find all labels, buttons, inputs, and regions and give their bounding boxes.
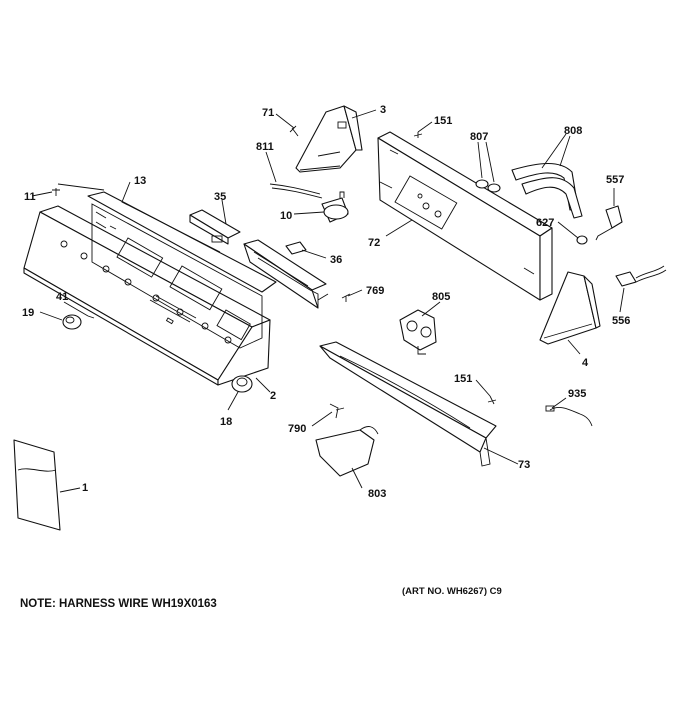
label-73: 73 (518, 459, 530, 471)
label-811: 811 (256, 141, 274, 153)
part-557 (595, 205, 623, 241)
knob-19 (62, 314, 82, 330)
label-71: 71 (262, 107, 274, 119)
label-790: 790 (288, 423, 306, 435)
console-front-panel (23, 205, 271, 386)
sensor-wire-935 (549, 407, 593, 427)
label-3: 3 (380, 104, 386, 116)
label-41: 41 (56, 291, 68, 303)
label-4: 4 (582, 357, 589, 369)
knob-18 (231, 375, 253, 393)
label-11: 11 (24, 191, 36, 203)
harness-wire-811 (269, 183, 321, 195)
leader-lines (31, 109, 625, 493)
pressure-switch (321, 191, 349, 223)
label-627: 627 (536, 217, 554, 229)
clip-36 (285, 241, 307, 255)
label-151b: 151 (454, 373, 472, 385)
label-72: 72 (368, 237, 380, 249)
label-1: 1 (82, 482, 88, 494)
dispenser-803 (315, 403, 379, 477)
label-35: 35 (214, 191, 226, 203)
label-556: 556 (612, 315, 630, 327)
label-557: 557 (606, 174, 624, 186)
control-board (189, 209, 329, 309)
connector-556 (615, 265, 667, 287)
label-935: 935 (568, 388, 586, 400)
rear-backsplash-panel (377, 131, 553, 301)
label-769: 769 (366, 285, 384, 297)
cap-627 (576, 235, 588, 245)
part-labels: 71 3 151 807 808 811 557 13 11 35 10 627… (22, 104, 630, 500)
inlet-hoses (475, 163, 583, 219)
label-805: 805 (432, 291, 450, 303)
label-18: 18 (220, 416, 232, 428)
left-end-bracket (295, 105, 363, 173)
harness-note: NOTE: HARNESS WIRE WH19X0163 (20, 598, 217, 610)
screws (52, 125, 497, 405)
label-803: 803 (368, 488, 386, 500)
label-151a: 151 (434, 115, 452, 127)
right-end-bracket (539, 271, 601, 345)
label-2: 2 (270, 390, 276, 402)
lower-shelf-panel (319, 341, 497, 467)
manual-1 (13, 439, 61, 531)
label-36: 36 (330, 254, 342, 266)
label-807: 807 (470, 131, 488, 143)
art-number: (ART NO. WH6267) C9 (402, 586, 502, 597)
label-808: 808 (564, 125, 582, 137)
label-10: 10 (280, 210, 292, 222)
label-19: 19 (22, 307, 34, 319)
console-backing-frame (87, 191, 277, 349)
label-13: 13 (134, 175, 146, 187)
water-valve (399, 309, 437, 355)
